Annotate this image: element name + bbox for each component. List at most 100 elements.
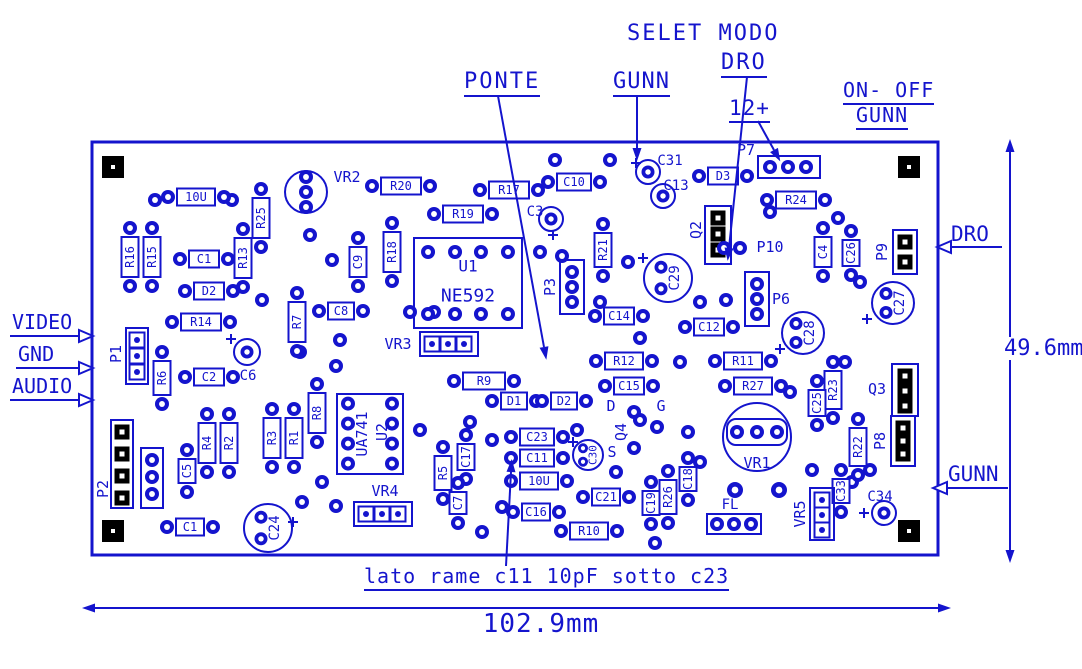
component-r21: R21	[593, 217, 613, 283]
svg-text:R13: R13	[236, 247, 250, 269]
component-r24: R24	[760, 190, 832, 210]
label-video: VIDEO	[12, 310, 73, 334]
svg-text:S: S	[607, 443, 616, 461]
component-r23: R23	[823, 355, 843, 425]
svg-text:R21: R21	[596, 239, 610, 261]
svg-text:C25: C25	[810, 392, 824, 414]
component-r17: R17	[473, 180, 545, 200]
svg-text:C7: C7	[451, 496, 465, 510]
dimension-width: 102.9mm	[482, 609, 600, 639]
component-c3	[538, 206, 564, 232]
plus-mark	[859, 508, 869, 518]
svg-text:C27: C27	[892, 290, 908, 315]
ref-label-c31: C31	[657, 153, 682, 169]
component-d1: D1	[485, 391, 543, 411]
label-audio: AUDIO	[12, 374, 73, 398]
component-c1: C1	[173, 249, 235, 269]
component-r18: R18	[382, 216, 402, 288]
component-c9: C9	[348, 231, 368, 293]
svg-text:C23: C23	[526, 430, 548, 444]
svg-text:Q2: Q2	[687, 221, 705, 239]
component-hdr	[140, 447, 164, 509]
svg-text:R11: R11	[732, 354, 754, 368]
svg-text:R12: R12	[613, 354, 635, 368]
plus-mark	[548, 230, 558, 240]
svg-text:R3: R3	[265, 431, 279, 445]
svg-text:C24: C24	[267, 515, 283, 540]
label-gnd: GND	[18, 342, 55, 366]
vias	[148, 153, 877, 550]
component-r25: R25	[251, 182, 271, 254]
svg-text:VR2: VR2	[333, 168, 360, 186]
svg-text:R2: R2	[222, 436, 236, 450]
component-fl	[706, 513, 762, 535]
svg-text:C12: C12	[698, 320, 720, 334]
component-r6: R6	[152, 345, 172, 411]
ref-label-c34: C34	[867, 489, 892, 505]
svg-text:10U: 10U	[528, 474, 550, 488]
svg-text:C13: C13	[663, 178, 688, 194]
svg-text:R24: R24	[785, 193, 807, 207]
component-c34	[871, 500, 897, 526]
component-c31	[635, 159, 661, 185]
ref-label-ne592: NE592	[441, 286, 495, 307]
component-p2	[110, 419, 134, 509]
component-d2: D2	[178, 281, 240, 301]
svg-text:D2: D2	[557, 394, 571, 408]
svg-text:C34: C34	[867, 489, 892, 505]
label-gunn-right: GUNN	[948, 462, 999, 486]
ref-label-p3: P3	[541, 278, 559, 296]
leader-lines	[497, 76, 781, 567]
ref-label-vr1: VR1	[743, 454, 770, 472]
ref-label-p10: P10	[756, 238, 783, 256]
svg-text:P2: P2	[94, 480, 112, 498]
ref-label-vr5: VR5	[791, 500, 809, 527]
svg-text:C3: C3	[527, 204, 544, 220]
label-on-off: ON- OFF	[843, 80, 935, 105]
svg-text:C30: C30	[587, 445, 600, 465]
component-c11: C11	[504, 448, 570, 468]
svg-text:Q3: Q3	[868, 380, 886, 398]
component-p1	[125, 327, 149, 385]
component-c2: C2	[178, 367, 240, 387]
component-c28: C28	[781, 311, 825, 355]
svg-text:VR4: VR4	[371, 482, 398, 500]
svg-text:P1: P1	[107, 345, 125, 363]
dimension-height: 49.6mm	[1002, 337, 1082, 360]
ref-label-q2: Q2	[687, 221, 705, 239]
svg-text:C11: C11	[526, 451, 548, 465]
label-gunn-top: GUNN	[613, 70, 670, 98]
svg-text:C14: C14	[608, 309, 630, 323]
svg-text:VR5: VR5	[791, 500, 809, 527]
svg-text:R23: R23	[826, 379, 840, 401]
svg-text:C21: C21	[595, 490, 617, 504]
ref-label-p2: P2	[94, 480, 112, 498]
component-c33: C33	[831, 463, 851, 519]
label-dro-right: DRO	[951, 222, 989, 246]
component-r14: R14	[165, 312, 237, 332]
component-vr1	[722, 402, 792, 498]
svg-text:R18: R18	[385, 241, 399, 263]
svg-text:C18: C18	[681, 468, 695, 490]
svg-text:C5: C5	[180, 464, 194, 478]
ref-label-ua741: UA741	[353, 411, 371, 456]
component-r1: R1	[284, 402, 304, 474]
svg-text:R26: R26	[661, 486, 675, 508]
svg-text:R20: R20	[390, 179, 412, 193]
component-c1: C1	[160, 517, 220, 537]
svg-text:P10: P10	[756, 238, 783, 256]
ref-label-u2: U2	[373, 423, 391, 441]
svg-text:R27: R27	[742, 379, 764, 393]
component-c30: C30	[572, 439, 604, 471]
label-selet-modo: SELET MODO	[627, 21, 780, 46]
component-p9	[892, 229, 918, 275]
component-r2: R2	[219, 407, 239, 479]
label-12v: 12+	[729, 97, 770, 124]
svg-text:R22: R22	[851, 436, 865, 458]
svg-text:U1: U1	[458, 257, 477, 276]
component-c10: C10	[541, 172, 607, 192]
component-r11: R11	[708, 351, 778, 371]
component-c6	[233, 338, 261, 366]
svg-text:C1: C1	[197, 252, 211, 266]
